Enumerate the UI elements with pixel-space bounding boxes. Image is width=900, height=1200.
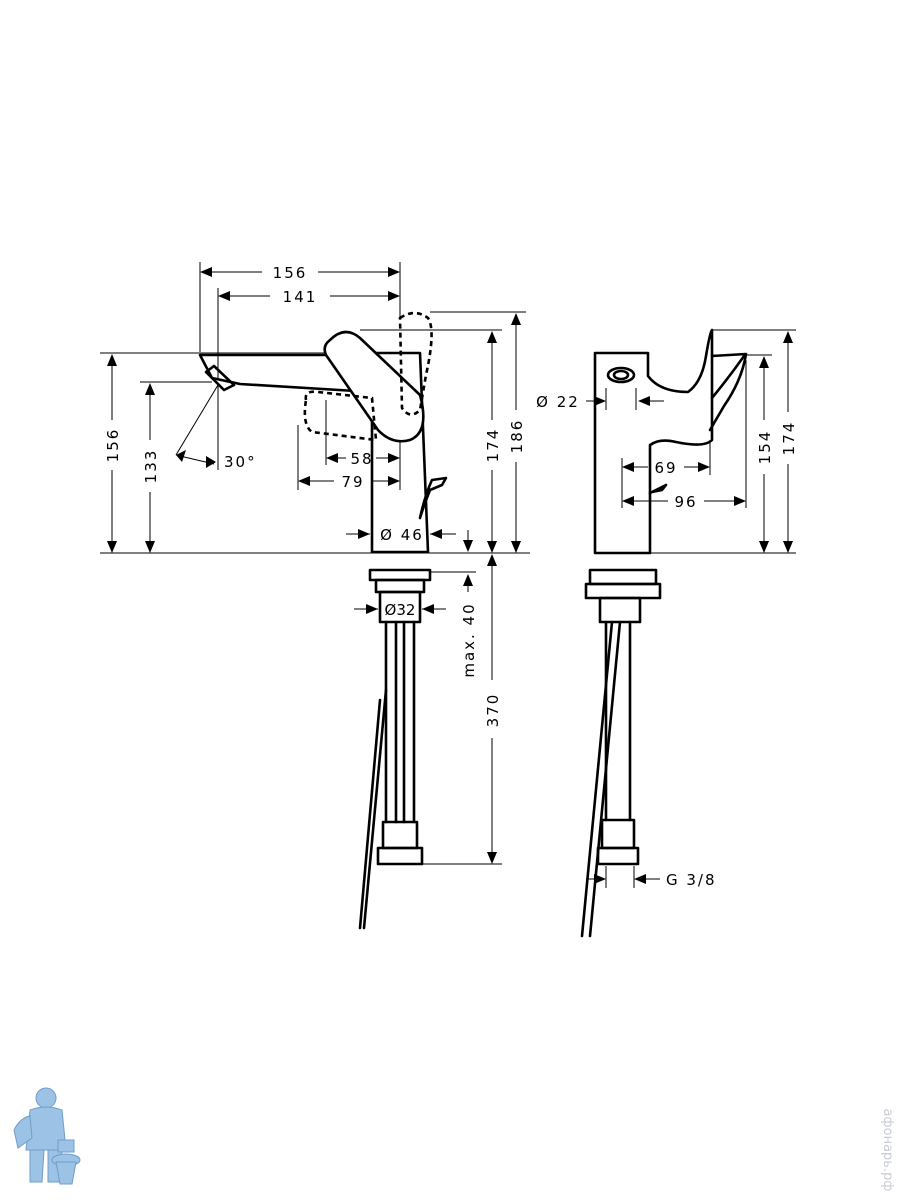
dim-max-40: max. 40 <box>460 530 478 678</box>
dim-label-133: 133 <box>142 449 160 484</box>
dim-label-30-deg: 30° <box>224 453 257 471</box>
dim-label-96: 96 <box>674 493 697 511</box>
dim-label-174-left: 174 <box>484 428 502 463</box>
dim-connection-thread: G 3/8 <box>586 866 717 889</box>
dim-370: 370 <box>484 554 502 864</box>
plumber-mascot-logo <box>13 1087 81 1185</box>
dim-186: 186 <box>508 313 526 553</box>
dim-label-156-left: 156 <box>104 428 122 463</box>
dim-79: 79 <box>298 473 400 491</box>
dim-label-max-40: max. 40 <box>460 602 478 677</box>
dim-133: 133 <box>142 383 160 553</box>
dim-58: 58 <box>326 450 400 468</box>
dim-69: 69 <box>622 459 710 477</box>
dim-label-popup-rod-diameter: Ø 22 <box>536 393 580 411</box>
dim-label-58: 58 <box>350 450 373 468</box>
dim-label-connection-thread: G 3/8 <box>666 871 717 889</box>
dim-base-diameter: Ø 46 <box>346 526 456 544</box>
dim-96: 96 <box>622 493 746 511</box>
dim-label-154: 154 <box>756 430 774 465</box>
dim-154: 154 <box>756 356 774 553</box>
dim-label-156-top: 156 <box>273 264 308 282</box>
dim-label-370: 370 <box>484 693 502 728</box>
dim-shank-diameter: Ø32 <box>354 601 446 619</box>
dim-label-shank-diameter: Ø32 <box>385 601 416 619</box>
watermark-text: афонарь.рф <box>880 1109 895 1192</box>
front-view: Ø 22 69 96 154 <box>536 328 798 938</box>
side-view: 156 141 156 133 30° <box>100 262 530 930</box>
dim-label-174-right: 174 <box>780 421 798 456</box>
dim-label-141: 141 <box>283 288 318 306</box>
dim-174-right: 174 <box>780 331 798 553</box>
dim-156-left: 156 <box>104 354 122 553</box>
dim-label-base-diameter: Ø 46 <box>380 526 424 544</box>
dim-label-69: 69 <box>654 459 677 477</box>
dim-popup-rod-diameter: Ø 22 <box>536 388 664 411</box>
dim-156-top: 156 <box>200 264 400 282</box>
dim-141: 141 <box>218 288 400 306</box>
dim-174-left: 174 <box>484 331 502 553</box>
dim-label-79: 79 <box>341 473 364 491</box>
dim-label-186: 186 <box>508 419 526 454</box>
